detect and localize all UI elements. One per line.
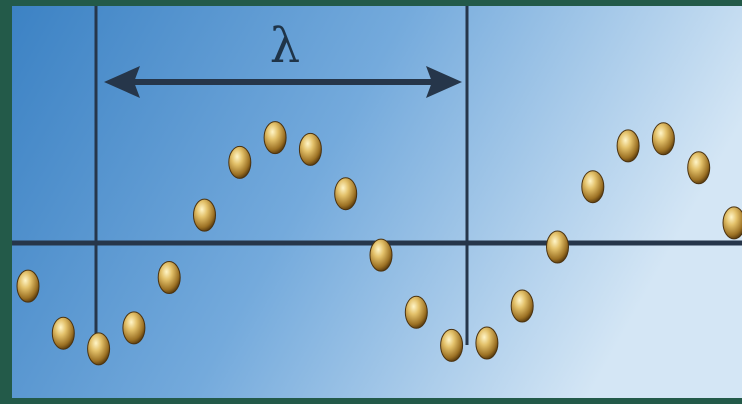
particle [511, 290, 533, 322]
particle [476, 327, 498, 359]
particle [158, 262, 180, 294]
particle [652, 123, 674, 155]
particle [88, 333, 110, 365]
particle [370, 239, 392, 271]
particle [17, 270, 39, 302]
particle [299, 133, 321, 165]
particle [264, 122, 286, 154]
particle [723, 207, 742, 239]
particle [123, 312, 145, 344]
particle [229, 146, 251, 178]
background-panel [12, 6, 742, 398]
particle [194, 199, 216, 231]
particle [547, 231, 569, 263]
particle [405, 296, 427, 328]
particle [335, 178, 357, 210]
particle [617, 130, 639, 162]
particle [441, 329, 463, 361]
wavelength-symbol: λ [262, 18, 308, 74]
particle [688, 152, 710, 184]
particle [52, 317, 74, 349]
particle [582, 171, 604, 203]
